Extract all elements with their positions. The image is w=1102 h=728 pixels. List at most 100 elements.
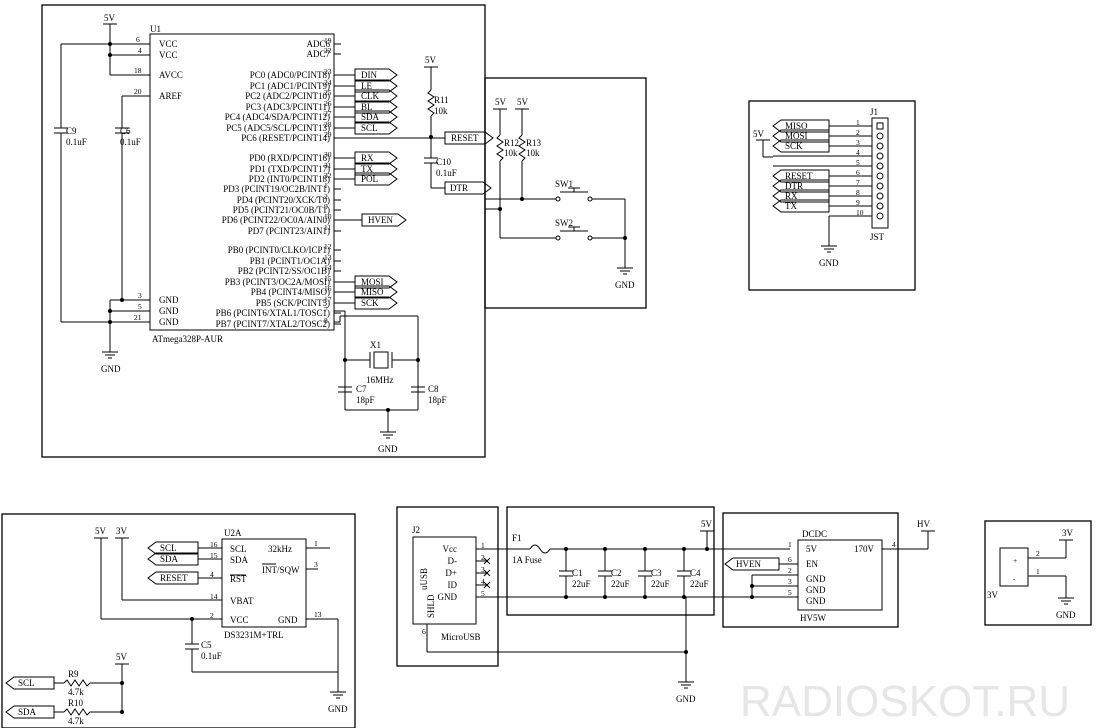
rtc-pin-num: 3 (314, 560, 318, 569)
mcu-pin-name: ADC7 (306, 49, 330, 59)
battery-minus: - (1013, 574, 1016, 583)
jst-net-tx-text: TX (785, 201, 797, 211)
cap-c6-ref: C6 (120, 126, 131, 136)
jst-pin-num: 8 (856, 188, 860, 197)
jst-frame (748, 100, 916, 291)
mcu-pin-num: 28 (324, 120, 332, 129)
mcu-pin-num: 17 (324, 295, 332, 304)
c10-value: 0.1uF (436, 168, 457, 178)
mcu-pin-num: 25 (324, 88, 332, 97)
jst-pad-round (876, 132, 884, 140)
rtc-pin-num: 4 (210, 570, 214, 579)
battery-pin-num: 1 (1036, 567, 1040, 576)
mcu-net-reset: RESET (444, 131, 494, 145)
mcu-net-sda-text: SDA (361, 112, 380, 122)
mcu-pin-name: PC2 (ADC2/PCINT10) (245, 91, 330, 101)
usb-pin-num: 5 (481, 589, 485, 598)
mcu-pin-name: VCC (159, 39, 178, 49)
mcu-net-pol-text: POL (361, 174, 378, 184)
dcdc-pin-name: EN (806, 559, 818, 569)
rtc-pin-num: 14 (210, 592, 218, 601)
power-cap-ref: C1 (572, 568, 583, 578)
jst-net-tx: TX (772, 199, 830, 213)
battery-section: + - 3V 2 3V 1 GND (984, 520, 1092, 626)
jst-pin-4: 4 (773, 148, 884, 160)
rtc-net-sda-text: SDA (160, 554, 179, 564)
buttons-section: 5V 5V R12 10k R13 10k SW1 SW2 (484, 77, 647, 309)
mcu-pin-num: 8 (324, 316, 328, 325)
mcu-net-sck-text: SCK (361, 298, 379, 308)
mcu-net-din: DIN (354, 68, 398, 82)
rtc-ref: U2A (224, 528, 242, 538)
mcu-pin-num: 18 (134, 66, 142, 75)
c8-value: 18pF (428, 395, 447, 405)
battery-pin-num: 2 (1036, 549, 1040, 558)
mcu-pin-name: PC1 (ADC1/PCINT9) (250, 81, 330, 91)
jst-net-dtr-text: DTR (785, 181, 803, 191)
mcu-pin-name: PB0 (PCINT0/CLKO/ICP1) (228, 245, 330, 255)
usb-pin-name: D+ (445, 568, 457, 578)
crystal-gnd-label: GND (378, 444, 398, 454)
usb-pin-num: 3 (481, 565, 485, 574)
mcu-pin-num: 11 (324, 223, 331, 232)
mcu-pin-name: PB1 (PCINT1/OC1A) (250, 256, 330, 266)
rtc-pin-num: 2 (210, 611, 214, 620)
r11-value: 10k (434, 106, 448, 116)
watermark: RADIOSKOT.RU (740, 677, 1070, 726)
rtc-pin-name: SCL (230, 544, 247, 554)
rtc-net-scl: SCL (147, 541, 199, 555)
pullup-ref: R9 (68, 669, 79, 679)
jst-pin-num: 3 (856, 138, 860, 147)
cap-c9-ref: C9 (66, 126, 77, 136)
mcu-5v-label: 5V (104, 13, 116, 23)
mcu-pin-name: VCC (159, 50, 178, 60)
mcu-pin-num: 19 (324, 36, 332, 45)
mcu-net-scl-text: SCL (361, 123, 378, 133)
crystal-value: 16MHz (366, 375, 394, 385)
pullup-rail-label: 5V (116, 652, 128, 662)
jst-net-sck: SCK (772, 139, 830, 153)
mcu-pin-num: 1 (324, 181, 328, 190)
usb-pin-3: D+ 3 (445, 565, 491, 578)
power-cap-ref: C3 (651, 568, 662, 578)
mcu-pin-num: 14 (324, 263, 332, 272)
jst-pin-num: 6 (856, 168, 860, 177)
battery-gnd-label: GND (1056, 610, 1076, 620)
power-gnd-label: GND (676, 694, 696, 704)
jst-pin-num: 5 (856, 158, 860, 167)
cap-c6-value: 0.1uF (120, 137, 141, 147)
usb-pin-num: 2 (481, 553, 485, 562)
pullup-net-scl-text: SCL (18, 678, 35, 688)
jst-section: J1 JST 5V GND 1MISO2MOSI3SCK456RESET7DTR… (748, 100, 916, 291)
mcu-pin-name: AREF (159, 91, 182, 101)
mcu-ref: U1 (150, 24, 161, 34)
dcdc-section: DCDC HV5W HVEN 1 5V 6 EN 2 GND 3 GND 5 G… (722, 512, 935, 628)
mcu-pin-num: 3 (138, 291, 142, 300)
r13-value: 10k (526, 148, 540, 158)
r12-ref: R12 (504, 138, 519, 148)
jst-gnd-label: GND (819, 258, 839, 268)
mcu-pin-7: PB6 (PCINT6/XTAL1/TOSC1)7 (216, 305, 341, 318)
mcu-pin-name: PD7 (PCINT23/AIN1) (248, 226, 330, 236)
jst-pin-10: 10 (828, 208, 884, 220)
mcu-pin-num: 26 (324, 99, 332, 108)
dcdc-pin-num: 2 (788, 566, 792, 575)
mcu-pin-name: PD2 (INT0/PCINT18) (249, 174, 330, 184)
mcu-net-din-text: DIN (361, 70, 377, 80)
mcu-pin-num: 29 (324, 130, 332, 139)
jst-pad-round (876, 182, 884, 190)
jst-pin-num: 7 (856, 178, 860, 187)
usb-part: MicroUSB (441, 632, 481, 642)
mcu-net-sda: SDA (354, 110, 398, 124)
mcu-net-rx-text: RX (361, 153, 374, 163)
r12-rail-label: 5V (495, 97, 507, 107)
